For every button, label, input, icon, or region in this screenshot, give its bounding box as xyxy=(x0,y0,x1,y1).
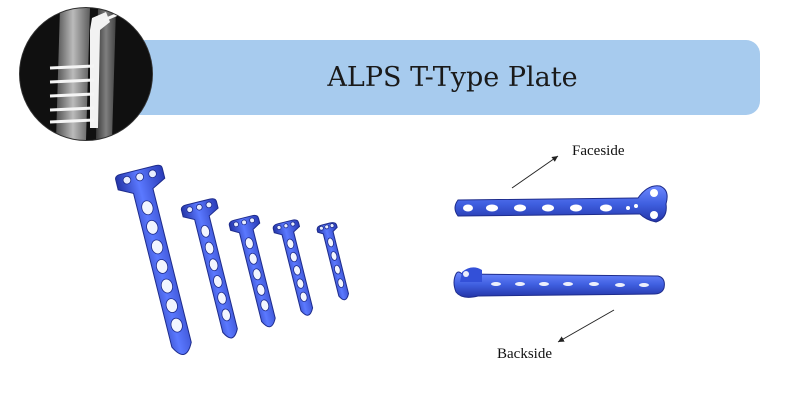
backside-arrow xyxy=(557,309,615,343)
t-plate-4 xyxy=(272,219,314,316)
xray-image xyxy=(20,8,152,140)
faceside-arrow xyxy=(511,155,559,189)
backside-plate xyxy=(453,267,665,298)
faceside-plate xyxy=(454,185,668,223)
faceside-label: Faceside xyxy=(572,143,625,159)
page-title: ALPS T-Type Plate xyxy=(327,62,578,93)
backside-label: Backside xyxy=(497,346,552,362)
t-plate-5 xyxy=(316,222,350,301)
title-banner: ALPS T-Type Plate xyxy=(105,40,760,115)
t-plate-2 xyxy=(180,198,238,339)
plate-set-image xyxy=(100,160,370,360)
side-view-plates xyxy=(448,178,678,313)
t-plate-1 xyxy=(115,164,192,355)
t-plate-3 xyxy=(228,214,276,328)
